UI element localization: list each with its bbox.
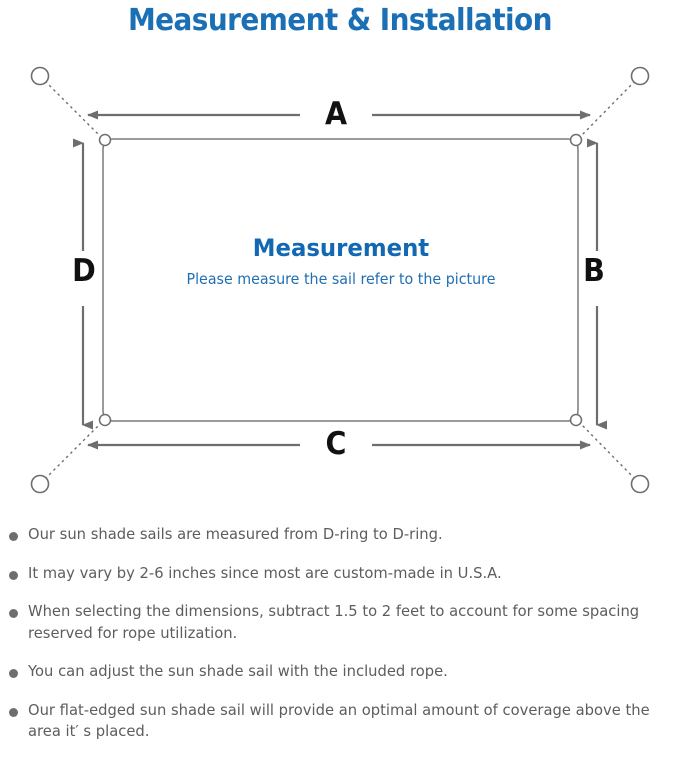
d-ring-top-right bbox=[569, 133, 583, 147]
note-text: Our flat-edged sun shade sail will provi… bbox=[28, 700, 650, 741]
bullet-icon bbox=[9, 570, 18, 580]
rope-bottom-right bbox=[579, 422, 636, 480]
d-rings bbox=[98, 133, 583, 427]
dimension-label-a: A bbox=[324, 96, 348, 132]
list-item: It may vary by 2-6 inches since most are… bbox=[0, 563, 679, 585]
anchor-point-top-left bbox=[30, 66, 50, 86]
notes-list: Our sun shade sails are measured from D-… bbox=[0, 524, 679, 760]
bullet-icon bbox=[9, 609, 18, 619]
rope-lines bbox=[44, 80, 636, 480]
sail-measurement-subtext: Please measure the sail refer to the pic… bbox=[186, 269, 496, 288]
anchor-point-bottom-left bbox=[30, 474, 50, 494]
list-item: Our sun shade sails are measured from D-… bbox=[0, 524, 679, 546]
sail-outline bbox=[102, 138, 579, 422]
bullet-icon bbox=[9, 532, 18, 541]
rope-top-right bbox=[579, 80, 636, 138]
note-text: Our sun shade sails are measured from D-… bbox=[28, 525, 443, 543]
d-ring-bottom-left bbox=[98, 413, 112, 427]
d-ring-top-left bbox=[98, 133, 112, 147]
page-title: Measurement & Installation bbox=[127, 2, 552, 38]
rope-bottom-left bbox=[44, 422, 102, 480]
sail-measurement-heading: Measurement bbox=[252, 234, 430, 262]
diagram-svg bbox=[30, 66, 650, 494]
rope-top-left bbox=[44, 80, 102, 138]
anchor-point-bottom-right bbox=[630, 474, 650, 494]
list-item: Our flat-edged sun shade sail will provi… bbox=[0, 700, 679, 743]
dimension-label-b: B bbox=[583, 253, 605, 289]
anchor-points bbox=[30, 66, 650, 494]
d-ring-bottom-right bbox=[569, 413, 583, 427]
note-text: You can adjust the sun shade sail with t… bbox=[28, 662, 448, 681]
anchor-point-top-right bbox=[630, 66, 650, 86]
bullet-icon bbox=[9, 669, 18, 679]
sail-measurement-diagram: A B C D Measurement Please measure the s… bbox=[0, 44, 679, 514]
list-item: You can adjust the sun shade sail with t… bbox=[0, 661, 679, 683]
note-text: When selecting the dimensions, subtract … bbox=[28, 602, 640, 642]
list-item: When selecting the dimensions, subtract … bbox=[0, 601, 679, 644]
bullet-icon bbox=[9, 707, 18, 717]
note-text: It may vary by 2-6 inches since most are… bbox=[28, 563, 502, 582]
dimension-label-c: C bbox=[325, 426, 347, 462]
dimension-label-d: D bbox=[72, 253, 96, 289]
title-bar: Measurement & Installation bbox=[0, 0, 679, 40]
sail-center-text-block: Measurement Please measure the sail refe… bbox=[103, 234, 579, 288]
